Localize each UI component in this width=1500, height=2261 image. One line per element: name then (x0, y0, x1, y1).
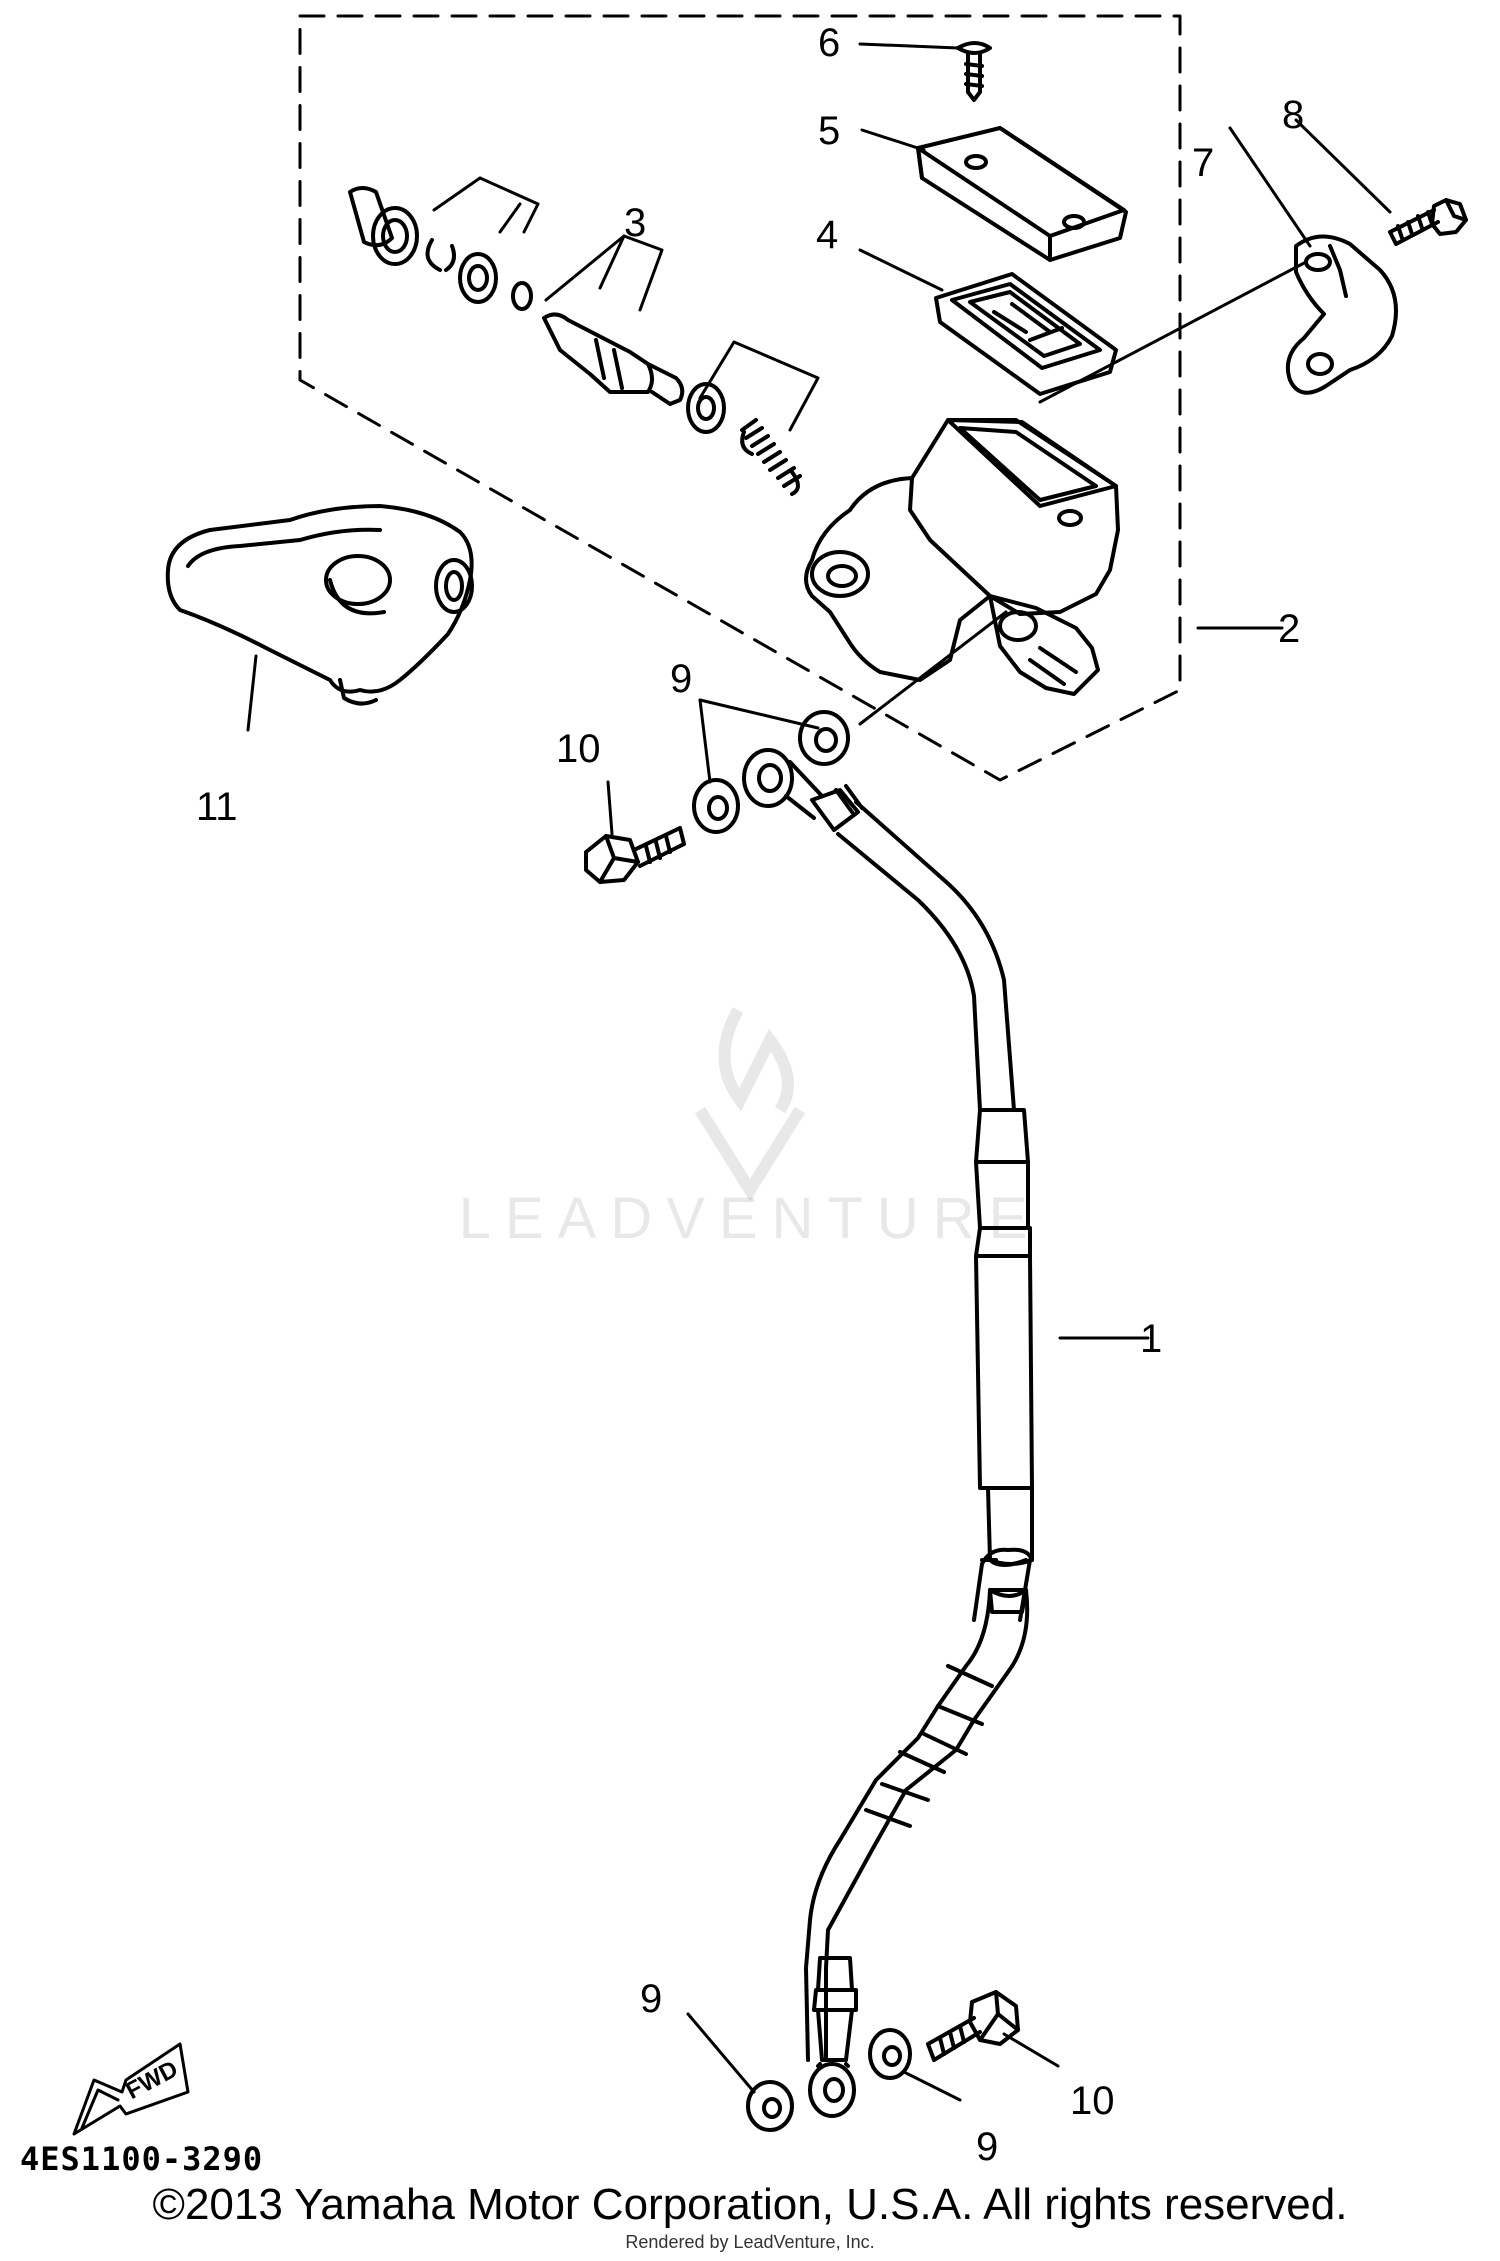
reservoir-cap-5 (916, 126, 1128, 262)
screw-6 (956, 41, 992, 102)
bolt-8 (1388, 198, 1468, 246)
callout-1: 1 (1140, 1317, 1162, 1361)
callout-10-lower: 10 (1070, 2079, 1115, 2123)
clamp-7 (1285, 234, 1398, 395)
fwd-arrow-icon (72, 2042, 190, 2136)
piston-kit-3 (348, 186, 802, 496)
callout-3: 3 (624, 201, 646, 245)
lower-banjo (808, 2062, 856, 2118)
master-cylinder-2 (804, 418, 1120, 696)
brake-hose-1 (742, 748, 1034, 2062)
callout-8: 8 (1282, 93, 1304, 137)
callout-9-lower-right: 9 (976, 2125, 998, 2169)
part-code: 4ES1100-3290 (20, 2140, 264, 2178)
callout-4: 4 (816, 213, 838, 257)
lever-cover-11 (165, 504, 474, 706)
copyright-notice: ©2013 Yamaha Motor Corporation, U.S.A. A… (152, 2180, 1348, 2229)
callout-2: 2 (1278, 607, 1300, 651)
washer-9-lower-right (868, 2028, 912, 2080)
washer-9-upper (798, 710, 850, 766)
watermark-logo (694, 1007, 806, 1202)
watermark-text: LEADVENTURE (458, 1186, 1042, 1251)
washer-9-lower-left (746, 2080, 794, 2132)
rendered-by-note: Rendered by LeadVenture, Inc. (625, 2232, 875, 2252)
callout-5: 5 (818, 109, 840, 153)
leader-lines (246, 42, 1392, 2102)
piston-kit-leaders (432, 176, 820, 432)
callout-6: 6 (818, 21, 840, 65)
washer-9-middle (692, 778, 740, 834)
callout-9-upper: 9 (670, 657, 692, 701)
union-bolt-10-lower (926, 1990, 1020, 2062)
assembly-dashed-outline (298, 14, 1182, 782)
callout-9-lower-left: 9 (640, 1977, 662, 2021)
callout-10-upper: 10 (556, 727, 601, 771)
union-bolt-10-upper (584, 826, 686, 884)
callout-7: 7 (1192, 141, 1214, 185)
callout-11: 11 (196, 785, 238, 829)
diaphragm-4 (934, 272, 1118, 396)
